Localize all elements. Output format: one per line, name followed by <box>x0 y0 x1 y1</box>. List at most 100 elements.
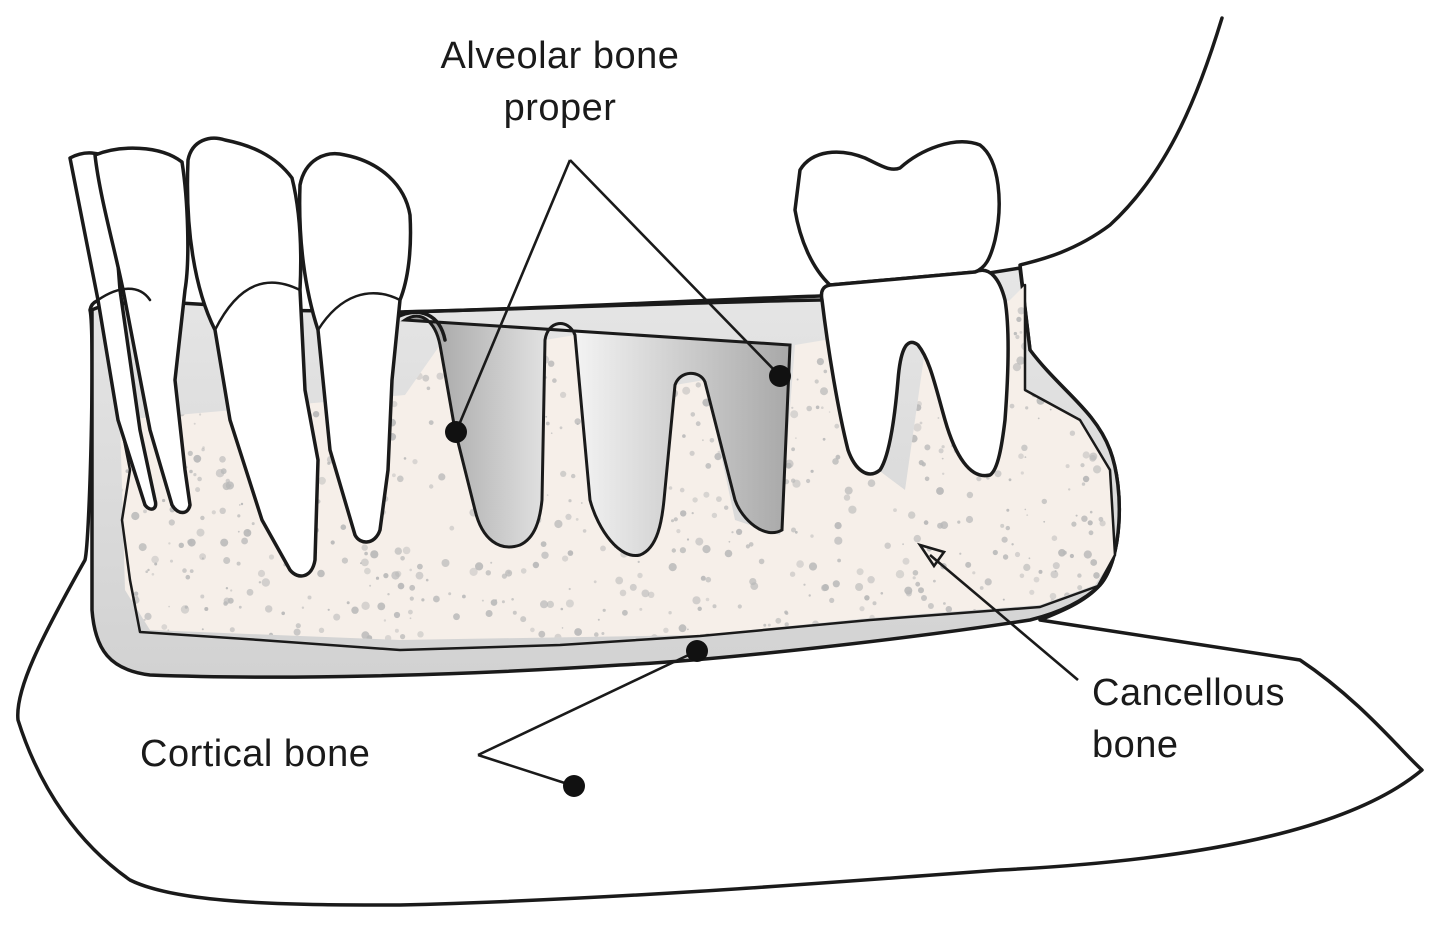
speckle <box>225 587 229 590</box>
speckle <box>785 611 789 615</box>
speckle <box>145 570 148 573</box>
speckle <box>237 514 241 518</box>
speckle <box>705 597 710 602</box>
speckle <box>364 567 371 575</box>
speckle <box>829 597 835 604</box>
speckle <box>601 632 605 635</box>
speckle <box>575 518 579 521</box>
speckle <box>1108 322 1111 325</box>
speckle <box>1106 328 1109 331</box>
speckle <box>957 520 961 524</box>
speckle <box>808 594 811 597</box>
speckle <box>582 529 587 533</box>
speckle <box>154 562 158 566</box>
speckle <box>568 587 571 591</box>
speckle <box>791 527 796 533</box>
speckle <box>695 537 704 546</box>
speckle <box>453 613 460 621</box>
speckle <box>568 499 572 503</box>
speckle <box>736 528 743 536</box>
speckle <box>1093 465 1102 474</box>
speckle <box>168 605 170 608</box>
speckle <box>151 555 159 564</box>
speckle <box>1095 367 1101 374</box>
speckle <box>425 578 429 582</box>
speckle <box>1020 471 1024 475</box>
speckle <box>814 379 819 384</box>
speckle <box>565 599 574 608</box>
speckle <box>867 479 876 488</box>
speckle <box>820 387 828 396</box>
speckle <box>913 534 921 543</box>
speckle <box>520 568 527 574</box>
speckle <box>697 606 702 611</box>
speckle <box>387 593 390 596</box>
speckle <box>147 568 150 572</box>
speckle <box>143 509 147 514</box>
molar-root <box>819 268 1010 478</box>
speckle <box>731 531 734 534</box>
speckle <box>792 479 801 488</box>
speckle <box>927 603 934 609</box>
speckle <box>690 412 696 417</box>
speckle <box>485 610 493 617</box>
speckle <box>397 475 404 483</box>
speckle <box>417 563 423 570</box>
speckle <box>924 476 930 482</box>
speckle <box>185 574 191 580</box>
speckle <box>711 512 718 519</box>
speckle <box>763 623 767 627</box>
speckle <box>131 511 140 521</box>
speckle <box>832 458 839 465</box>
speckle <box>201 557 204 560</box>
speckle <box>561 627 564 629</box>
speckle <box>409 596 414 601</box>
speckle <box>645 288 653 296</box>
speckle <box>383 573 389 579</box>
speckle <box>936 487 944 495</box>
speckle <box>1000 523 1005 528</box>
speckle <box>1072 630 1079 637</box>
speckle <box>905 590 912 597</box>
speckle <box>501 573 507 579</box>
speckle <box>867 576 875 584</box>
speckle <box>940 521 949 529</box>
speckle <box>687 628 689 631</box>
speckle <box>307 595 312 600</box>
cancellous-arrowhead <box>916 542 947 569</box>
speckle <box>837 558 841 563</box>
speckle <box>562 555 569 562</box>
speckle <box>576 423 579 425</box>
speckle <box>856 568 864 576</box>
speckle <box>1111 306 1115 315</box>
speckle <box>648 591 655 598</box>
speckle <box>546 600 555 609</box>
speckle <box>426 386 431 391</box>
speckle <box>295 623 301 629</box>
speckle <box>1088 530 1094 536</box>
speckle <box>481 599 484 602</box>
speckle <box>728 540 731 543</box>
speckle <box>219 456 226 463</box>
speckle <box>946 634 948 637</box>
speckle <box>538 630 546 638</box>
speckle <box>541 551 549 559</box>
speckle <box>580 502 583 504</box>
speckle <box>834 522 842 530</box>
speckle <box>261 578 270 587</box>
speckle <box>222 482 231 491</box>
speckle <box>943 634 950 640</box>
speckle <box>1029 589 1035 595</box>
speckle <box>1069 430 1076 436</box>
speckle <box>391 571 400 580</box>
speckle <box>505 569 513 577</box>
speckle <box>421 598 425 602</box>
speckle <box>941 457 944 460</box>
label-alveolar-line2: proper <box>504 87 617 129</box>
socket-empty-left <box>400 314 792 557</box>
speckle <box>707 290 715 299</box>
speckle <box>695 421 701 427</box>
speckle <box>790 410 799 419</box>
speckle <box>966 491 974 499</box>
